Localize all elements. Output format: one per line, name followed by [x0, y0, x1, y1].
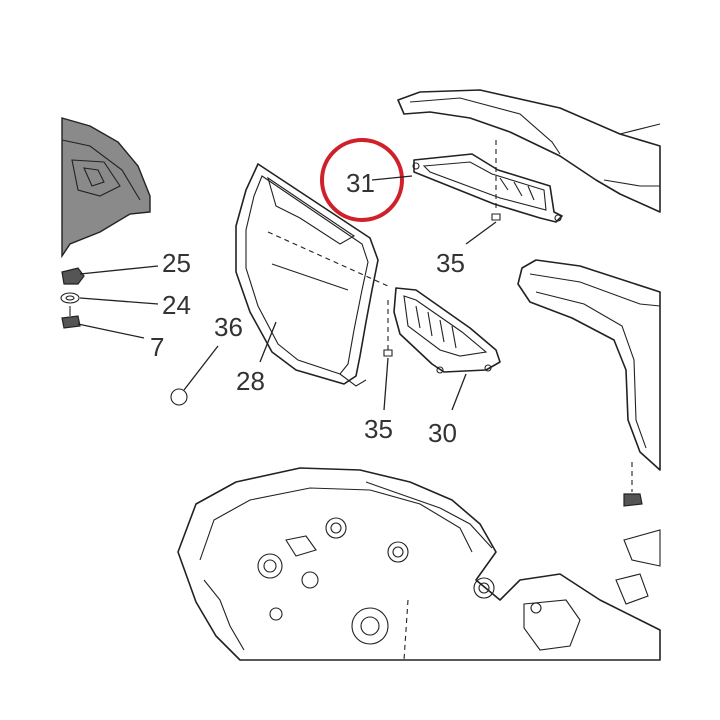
highlight-ring: [320, 138, 404, 222]
grille-30: [387, 287, 501, 374]
tail-section-part: [397, 89, 661, 213]
washer-24: [60, 292, 80, 304]
right-side-cover-part: [517, 259, 661, 507]
nut-25: [61, 267, 85, 285]
screw-35-lower: [383, 349, 393, 357]
callout-25: 25: [162, 248, 191, 278]
callout-36: 36: [214, 312, 243, 342]
callout-7: 7: [150, 332, 164, 362]
side-cover-part: [61, 117, 151, 259]
callouts: 31 35 25 24 7 36 28 35 30: [150, 168, 465, 448]
leader-lines: [77, 175, 497, 411]
lower-frame-part: [177, 467, 661, 661]
screw-7: [61, 306, 81, 329]
callout-24: 24: [162, 290, 191, 320]
callout-28: 28: [236, 366, 265, 396]
callout-30: 30: [428, 418, 457, 448]
screw-35-upper: [491, 213, 501, 221]
bracket-31: [412, 140, 563, 223]
callout-35-lower: 35: [364, 414, 393, 444]
callout-35-upper: 35: [436, 248, 465, 278]
side-panel-28: [235, 163, 389, 387]
o-ring-36: [170, 388, 188, 406]
callout-31: 31: [346, 168, 375, 198]
